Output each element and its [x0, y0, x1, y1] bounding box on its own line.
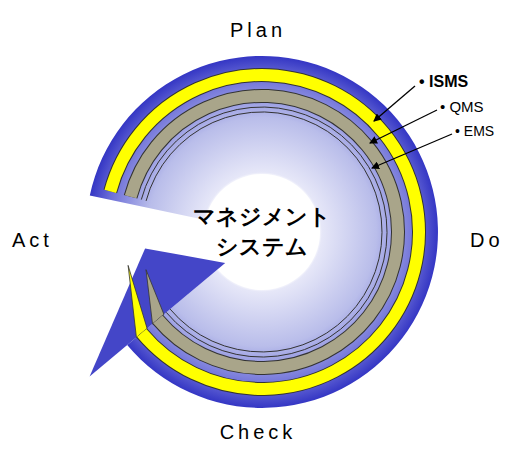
layer-label: • ISMS: [419, 72, 468, 91]
center-title: マネジメント システム: [187, 202, 337, 261]
leader-line: [372, 134, 452, 168]
phase-label: Do: [470, 228, 504, 252]
phase-label: Check: [220, 420, 297, 444]
phase-label: Act: [12, 228, 53, 252]
isms-arrowhead: [128, 265, 147, 337]
phase-label: Plan: [230, 18, 286, 42]
spiral-body: [90, 56, 438, 408]
center-circle: マネジメント システム: [187, 202, 337, 261]
ems-line: [146, 112, 382, 352]
qms-band: [131, 96, 398, 368]
qms-band-edge: [131, 96, 398, 368]
layer-label: • QMS: [440, 98, 484, 116]
qms-arrowhead: [146, 270, 164, 324]
ems-line: [141, 107, 387, 357]
isms-band: [110, 75, 419, 389]
leader-line: [370, 110, 437, 143]
leader-line: [374, 86, 415, 121]
layer-label: • EMS: [455, 123, 494, 140]
isms-band-edge: [110, 75, 419, 389]
